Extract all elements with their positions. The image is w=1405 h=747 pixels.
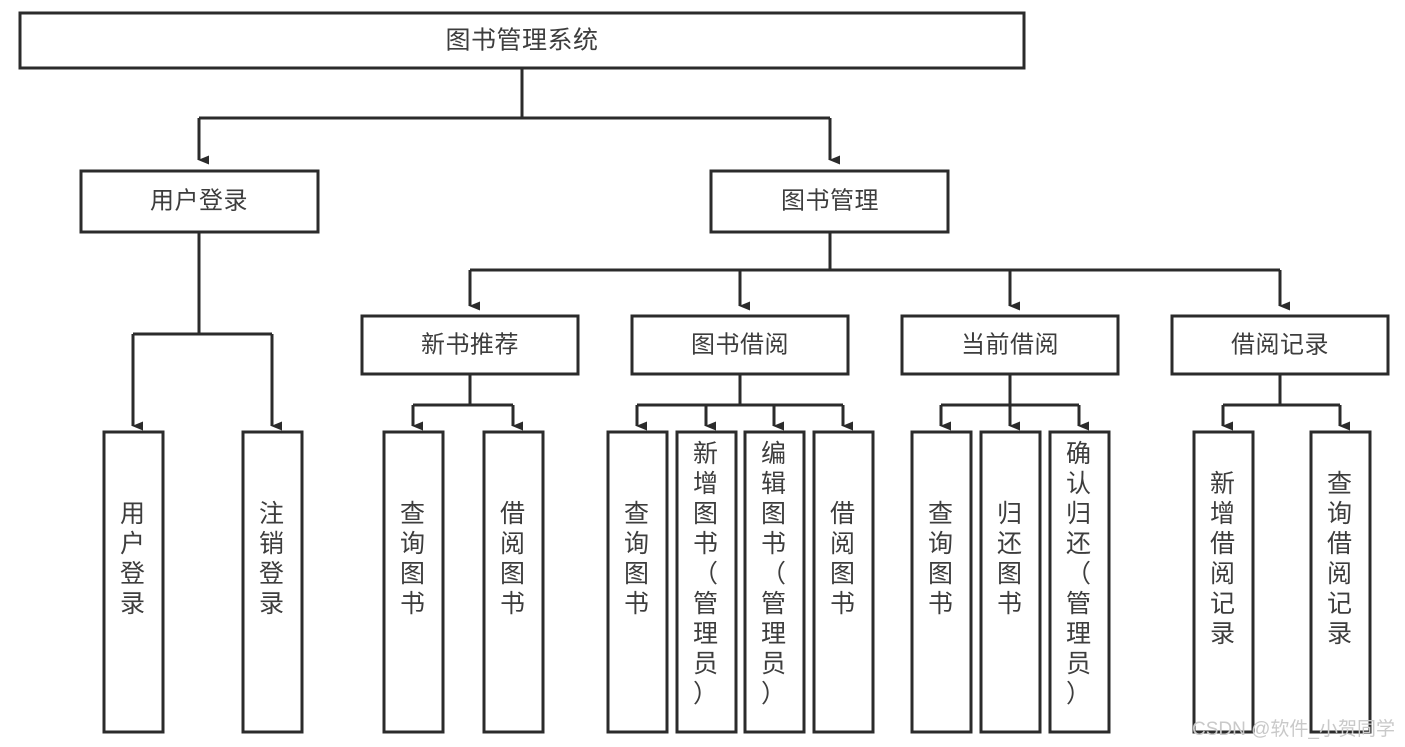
node-book-management-label: 图书管理 [781,187,879,214]
leaf-borrow-book-2-label: 借阅图书 [830,500,856,618]
leaf-borrow-book-2[interactable]: 借阅图书 [812,430,875,734]
leaf-add-record[interactable]: 新增借阅记录 [1192,430,1255,734]
leaf-query-book-3-label: 查询图书 [928,500,954,618]
leaf-query-book-2-label: 查询图书 [624,500,650,618]
node-new-book-recommend-label: 新书推荐 [421,331,519,358]
node-current-borrow[interactable]: 当前借阅 [900,314,1120,376]
leaf-query-book-2[interactable]: 查询图书 [606,430,669,734]
leaf-edit-book-label: 编辑图书（管理员） [761,440,787,708]
leaf-borrow-book-1-label: 借阅图书 [500,500,526,618]
leaf-query-book-3[interactable]: 查询图书 [910,430,973,734]
leaf-borrow-book-1[interactable]: 借阅图书 [482,430,545,734]
leaf-add-book[interactable]: 新增图书（管理员） [675,430,738,734]
leaf-add-book-label: 新增图书（管理员） [693,440,719,708]
node-borrow-record-label: 借阅记录 [1231,331,1329,358]
leaf-confirm-return[interactable]: 确认归还（管理员） [1048,430,1111,734]
node-root[interactable]: 图书管理系统 [18,11,1026,70]
node-user-login[interactable]: 用户登录 [79,169,320,234]
node-book-borrow[interactable]: 图书借阅 [630,314,850,376]
leaf-logout-login[interactable]: 注销登录 [241,430,304,734]
leaf-query-record-label: 查询借阅记录 [1327,470,1353,648]
leaf-return-book[interactable]: 归还图书 [979,430,1042,734]
leaf-query-record[interactable]: 查询借阅记录 [1309,430,1372,734]
node-borrow-record[interactable]: 借阅记录 [1170,314,1390,376]
leaf-add-record-label: 新增借阅记录 [1210,470,1236,648]
leaf-user-login[interactable]: 用户登录 [102,430,165,734]
node-current-borrow-label: 当前借阅 [961,331,1059,358]
node-user-login-label: 用户登录 [150,187,248,214]
leaf-logout-login-label: 注销登录 [259,500,285,618]
leaf-user-login-label: 用户登录 [120,500,146,618]
node-root-label: 图书管理系统 [445,27,598,55]
node-book-borrow-label: 图书借阅 [691,331,789,358]
leaf-return-book-label: 归还图书 [997,500,1023,618]
leaf-query-book-1[interactable]: 查询图书 [382,430,445,734]
connector-layer [131,68,1350,431]
leaf-query-book-1-label: 查询图书 [400,500,426,618]
node-new-book-recommend[interactable]: 新书推荐 [360,314,580,376]
leaf-confirm-return-label: 确认归还（管理员） [1066,440,1092,708]
node-book-management[interactable]: 图书管理 [709,169,950,234]
leaf-edit-book[interactable]: 编辑图书（管理员） [743,430,806,734]
